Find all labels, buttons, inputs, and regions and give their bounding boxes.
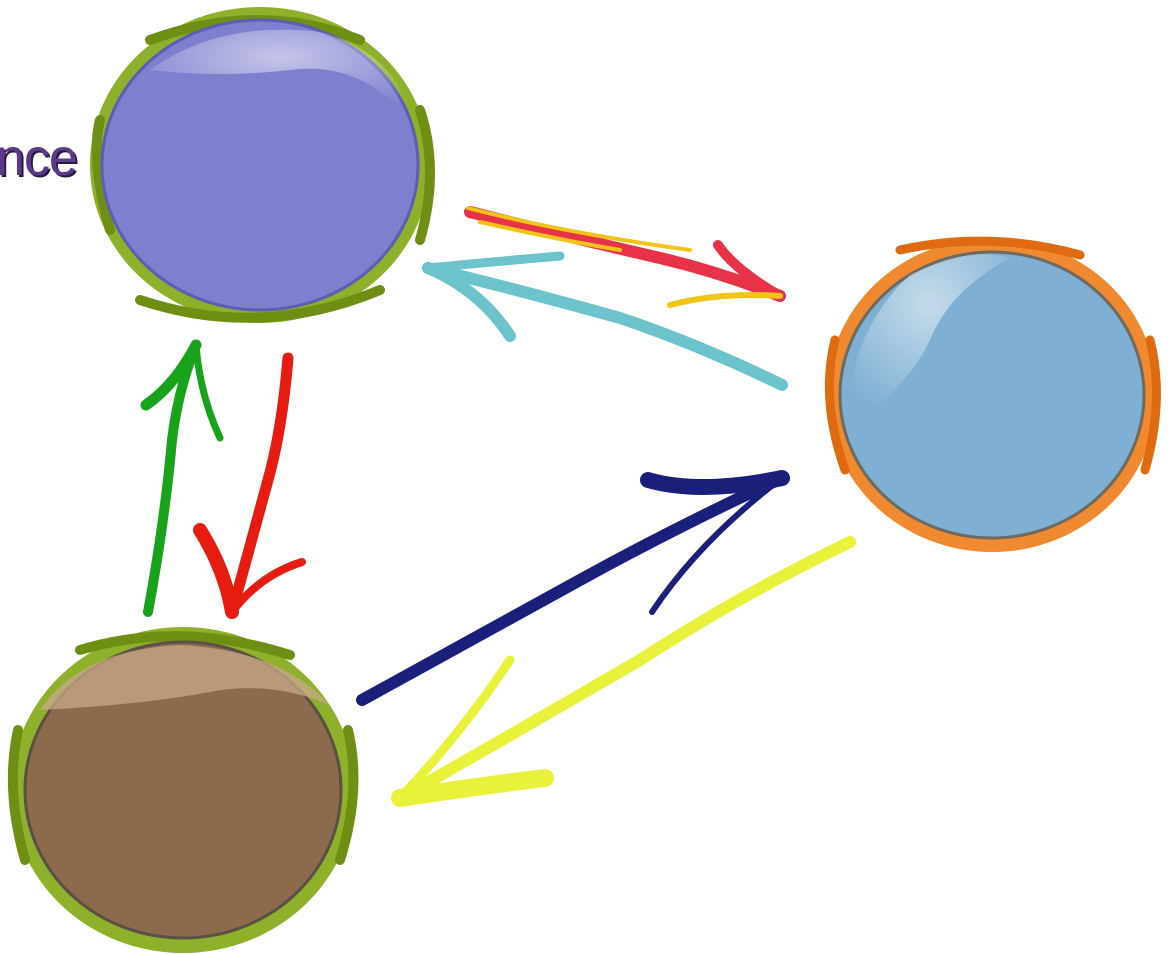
arrow-bottom-left-to-right xyxy=(362,478,782,700)
node-bottom-left xyxy=(11,627,355,953)
arrow-top-left-to-right-head-lower xyxy=(670,295,780,305)
arrow-bottom-left-to-top-left xyxy=(146,345,220,612)
arrow-bottom-left-to-top-left-head-right xyxy=(196,345,220,438)
arrow-top-left-to-bottom-left-head-left xyxy=(200,530,232,612)
arrow-right-to-top-left-shaft xyxy=(428,268,782,385)
arrow-bottom-left-to-right-head-upper xyxy=(648,478,782,487)
arrow-top-left-to-right-accent xyxy=(468,208,690,250)
arrow-bottom-left-to-right-shaft xyxy=(362,478,782,700)
node-right xyxy=(827,238,1157,552)
arrow-top-left-to-right-shaft xyxy=(470,212,780,296)
arrow-right-to-bottom-left-shaft xyxy=(400,542,850,798)
arrow-right-to-bottom-left xyxy=(400,542,850,798)
arrow-right-to-top-left-head-upper xyxy=(428,256,560,268)
arrow-top-left-to-bottom-left xyxy=(200,358,302,612)
node-top-left xyxy=(90,7,430,323)
